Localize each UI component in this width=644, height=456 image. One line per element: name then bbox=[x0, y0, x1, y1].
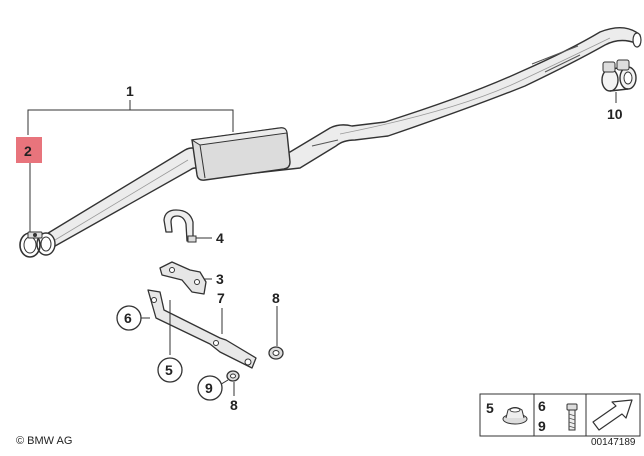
center-muffler[interactable] bbox=[190, 127, 291, 181]
legend-number-5: 5 bbox=[486, 400, 494, 416]
highlight-box bbox=[16, 137, 42, 163]
arrow-icon bbox=[592, 399, 633, 431]
part-label-2-highlight[interactable]: 2 bbox=[16, 137, 42, 163]
part-label-5: 5 bbox=[165, 362, 173, 378]
copyright-text: © BMW AG bbox=[16, 435, 72, 447]
part-label-8-lower[interactable]: 8 bbox=[230, 397, 238, 413]
rear-pipe-shade bbox=[49, 37, 611, 244]
legend-number-9: 9 bbox=[538, 418, 546, 434]
legend-box: 5 6 9 00147189 bbox=[479, 393, 641, 448]
muffler-top bbox=[190, 127, 288, 146]
grommet-part-8-lower[interactable] bbox=[226, 370, 240, 382]
pipe-clamp-part-10[interactable] bbox=[601, 59, 637, 92]
leader-lines bbox=[27, 92, 617, 396]
grommet-icon bbox=[502, 407, 528, 425]
pipe-rear-end bbox=[632, 32, 642, 48]
part-label-5-circled[interactable]: 5 bbox=[157, 357, 183, 383]
part-label-6-circled[interactable]: 6 bbox=[116, 305, 142, 331]
pipe-clamp-part-2[interactable] bbox=[19, 231, 43, 258]
part-label-8-upper[interactable]: 8 bbox=[272, 290, 280, 306]
part-label-10[interactable]: 10 bbox=[607, 106, 623, 122]
part-label-9-circled[interactable]: 9 bbox=[197, 375, 223, 401]
part-label-1[interactable]: 1 bbox=[126, 83, 134, 99]
bracket-part-3[interactable] bbox=[159, 261, 207, 295]
support-bracket-part-6[interactable] bbox=[147, 289, 257, 369]
legend-number-6: 6 bbox=[538, 398, 546, 414]
pipe-front-opening bbox=[36, 232, 56, 256]
rear-pipe bbox=[39, 27, 641, 251]
diagram-id: 00147189 bbox=[591, 437, 636, 448]
pipe-bend-detail bbox=[311, 45, 581, 147]
part-label-2: 2 bbox=[24, 143, 32, 159]
part-label-6: 6 bbox=[124, 310, 132, 326]
grommet-part-8-upper[interactable] bbox=[268, 346, 284, 360]
rubber-hanger-part-4[interactable] bbox=[163, 209, 197, 243]
part-label-7[interactable]: 7 bbox=[217, 290, 225, 306]
part-labels: 1 2 3 4 5 6 7 8 8 9 10 bbox=[16, 83, 623, 413]
part-label-4[interactable]: 4 bbox=[216, 230, 224, 246]
part-label-3[interactable]: 3 bbox=[216, 271, 224, 287]
part-label-9: 9 bbox=[205, 380, 213, 396]
exhaust-pipe-assembly[interactable] bbox=[36, 27, 642, 256]
screw-icon bbox=[566, 403, 578, 431]
